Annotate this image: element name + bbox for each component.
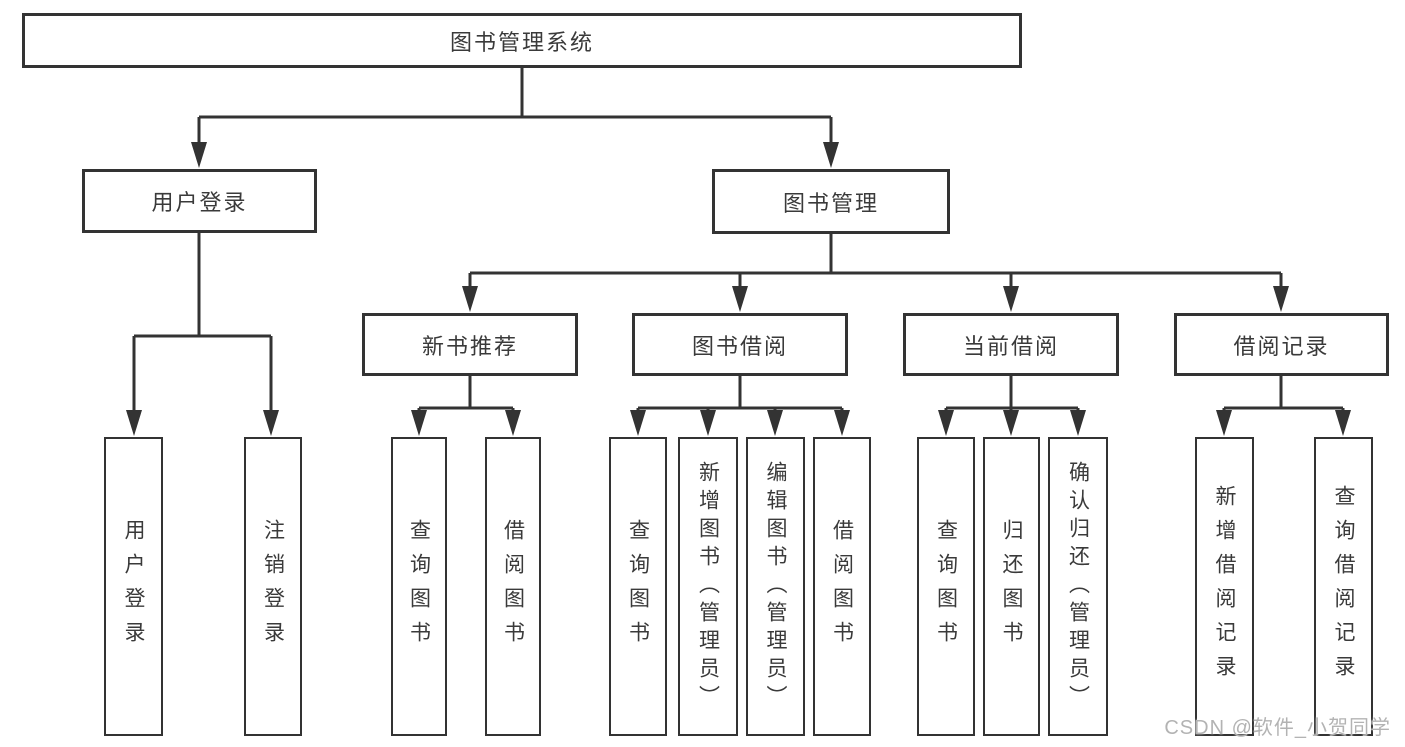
leaf-label: 查询图书 (626, 518, 650, 655)
node-new-book-recommend: 新书推荐 (362, 313, 578, 376)
node-label: 图书管理 (782, 190, 879, 216)
csdn-watermark: CSDN @软件_小贺同学 (1164, 717, 1391, 739)
node-label: 借阅记录 (1233, 333, 1330, 359)
leaf-user-login: 用户登录 (104, 437, 163, 736)
leaf-label: 用户登录 (122, 518, 145, 655)
leaf-label: 确认归还（管理员） (1066, 460, 1090, 713)
leaf-add-borrow-record: 新增借阅记录 (1195, 437, 1254, 736)
leaf-confirm-return-admin: 确认归还（管理员） (1048, 437, 1108, 736)
node-label: 当前借阅 (962, 333, 1059, 359)
leaf-query-books-borrow: 查询图书 (609, 437, 667, 736)
node-book-management: 图书管理 (712, 169, 950, 234)
node-user-login: 用户登录 (82, 169, 317, 233)
leaf-add-books-admin: 新增图书（管理员） (678, 437, 738, 736)
node-label: 图书管理系统 (449, 29, 594, 55)
node-borrowing-records: 借阅记录 (1174, 313, 1389, 376)
node-current-borrowing: 当前借阅 (903, 313, 1119, 376)
node-library-management-system: 图书管理系统 (22, 13, 1022, 68)
leaf-query-borrow-record: 查询借阅记录 (1314, 437, 1373, 736)
leaf-label: 查询借阅记录 (1332, 484, 1355, 689)
leaf-label: 新增借阅记录 (1213, 484, 1236, 689)
leaf-query-books-current: 查询图书 (917, 437, 975, 736)
leaf-borrow-books-recommend: 借阅图书 (485, 437, 541, 736)
leaf-query-books-recommend: 查询图书 (391, 437, 447, 736)
node-label: 用户登录 (151, 190, 248, 215)
leaf-label: 借阅图书 (830, 518, 854, 655)
leaf-label: 归还图书 (1000, 518, 1023, 655)
leaf-label: 注销登录 (261, 518, 285, 655)
leaf-label: 新增图书（管理员） (696, 460, 720, 713)
leaf-label: 查询图书 (934, 518, 958, 655)
leaf-borrow-books: 借阅图书 (813, 437, 871, 736)
node-label: 图书借阅 (691, 333, 788, 359)
leaf-label: 查询图书 (407, 518, 431, 655)
node-label: 新书推荐 (421, 333, 518, 359)
node-book-borrowing: 图书借阅 (632, 313, 848, 376)
leaf-label: 借阅图书 (501, 518, 525, 655)
leaf-edit-books-admin: 编辑图书（管理员） (746, 437, 805, 736)
leaf-return-books: 归还图书 (983, 437, 1040, 736)
leaf-label: 编辑图书（管理员） (764, 460, 787, 713)
leaf-logout: 注销登录 (244, 437, 302, 736)
